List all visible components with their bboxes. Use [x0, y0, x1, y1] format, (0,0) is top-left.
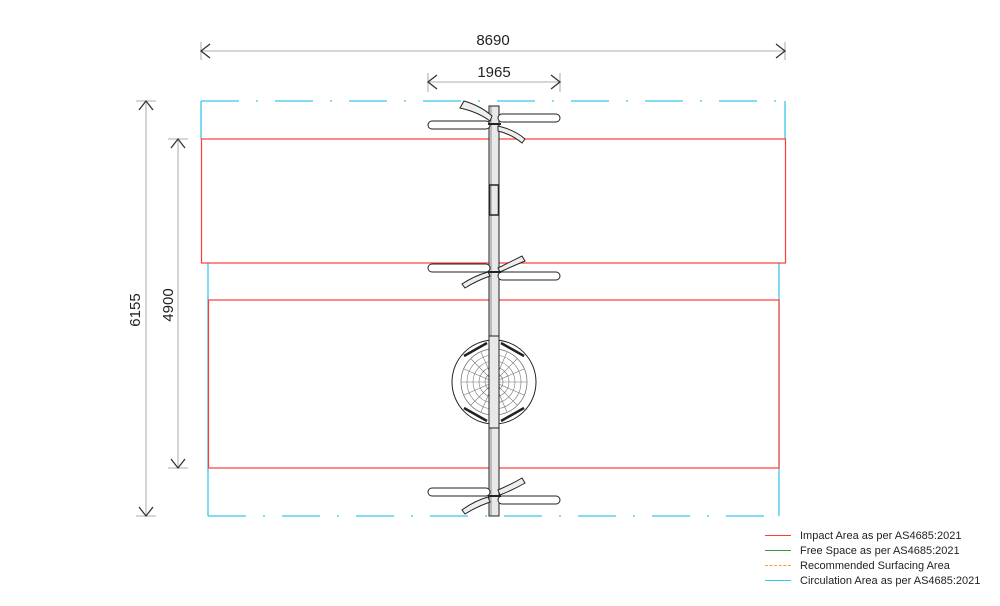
- legend-label: Free Space as per AS4685:2021: [800, 544, 960, 557]
- circulation-line-swatch: [765, 580, 791, 581]
- surfacing-line-swatch: [765, 565, 791, 566]
- legend-item-surfacing: Recommended Surfacing Area: [765, 558, 980, 573]
- impact-line-swatch: [765, 535, 791, 536]
- dimension-lines: [136, 42, 787, 518]
- dim-equipment-width: 1965: [477, 64, 510, 81]
- seat-bottom: [427, 477, 561, 515]
- net-dish: [451, 335, 537, 429]
- free-space-line-swatch: [765, 550, 791, 551]
- legend-label: Recommended Surfacing Area: [800, 559, 950, 572]
- seat-top: [427, 100, 561, 144]
- legend-item-free-space: Free Space as per AS4685:2021: [765, 543, 980, 558]
- equipment-plan: [427, 100, 561, 517]
- legend-item-circulation: Circulation Area as per AS4685:2021: [765, 573, 980, 588]
- legend: Impact Area as per AS4685:2021 Free Spac…: [765, 528, 980, 588]
- dim-overall-height: 6155: [127, 293, 144, 326]
- legend-label: Impact Area as per AS4685:2021: [800, 529, 962, 542]
- legend-item-impact: Impact Area as per AS4685:2021: [765, 528, 980, 543]
- legend-label: Circulation Area as per AS4685:2021: [800, 574, 981, 587]
- dim-impact-height: 4900: [160, 288, 177, 321]
- seat-middle: [427, 255, 561, 289]
- dim-overall-width: 8690: [476, 32, 509, 49]
